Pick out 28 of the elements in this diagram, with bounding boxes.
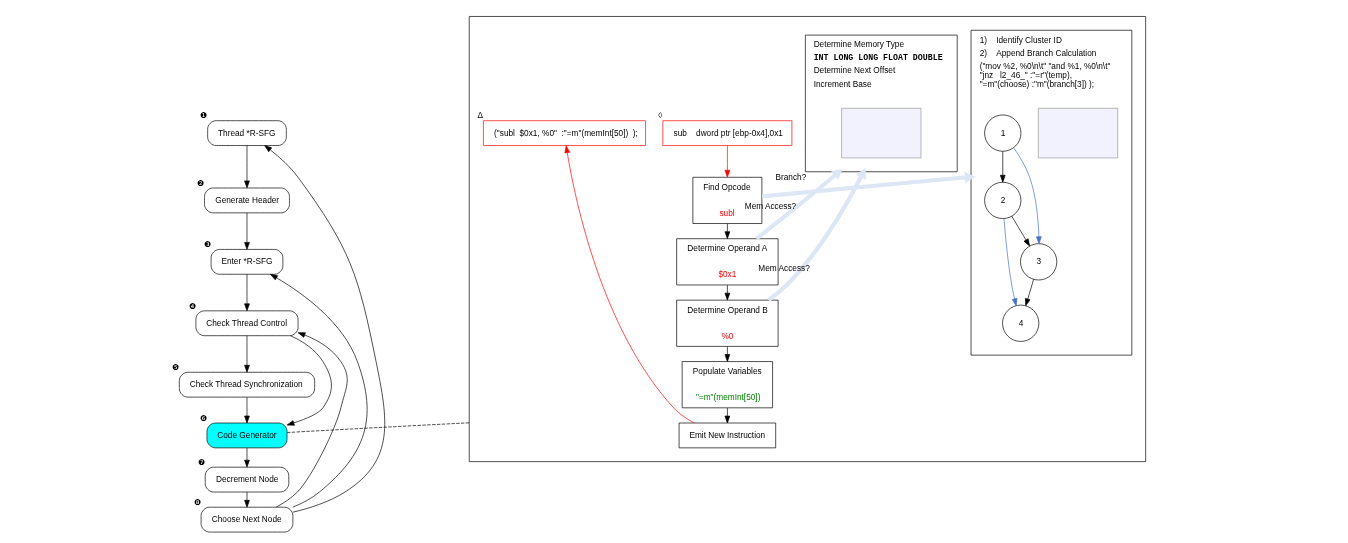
- node-box: [1037, 107, 1119, 159]
- arrow: [1000, 150, 1006, 183]
- arrow: [270, 274, 368, 508]
- arrow: [244, 447, 250, 468]
- arrow: [244, 145, 250, 189]
- arrow: [1003, 218, 1018, 306]
- arrow: [724, 145, 731, 178]
- arrow: [724, 284, 731, 301]
- arrow: [244, 212, 250, 250]
- cluster: [468, 16, 1146, 462]
- arrow: [767, 167, 866, 302]
- arrow: [286, 335, 332, 426]
- node-box: [841, 107, 922, 159]
- arrow: [244, 274, 250, 312]
- arrow: [244, 335, 250, 373]
- arrow: [1011, 215, 1030, 247]
- arrow: [761, 171, 976, 199]
- connector: [286, 422, 470, 433]
- arrow: [244, 491, 250, 508]
- arrow: [724, 223, 731, 239]
- arrow: [1025, 278, 1034, 307]
- arrow: [244, 397, 250, 424]
- arrow: [564, 145, 695, 424]
- arrow: [724, 407, 731, 424]
- arrow: [1013, 147, 1042, 244]
- arrow: [275, 332, 348, 508]
- arrow: [264, 145, 386, 513]
- arrow: [724, 346, 731, 362]
